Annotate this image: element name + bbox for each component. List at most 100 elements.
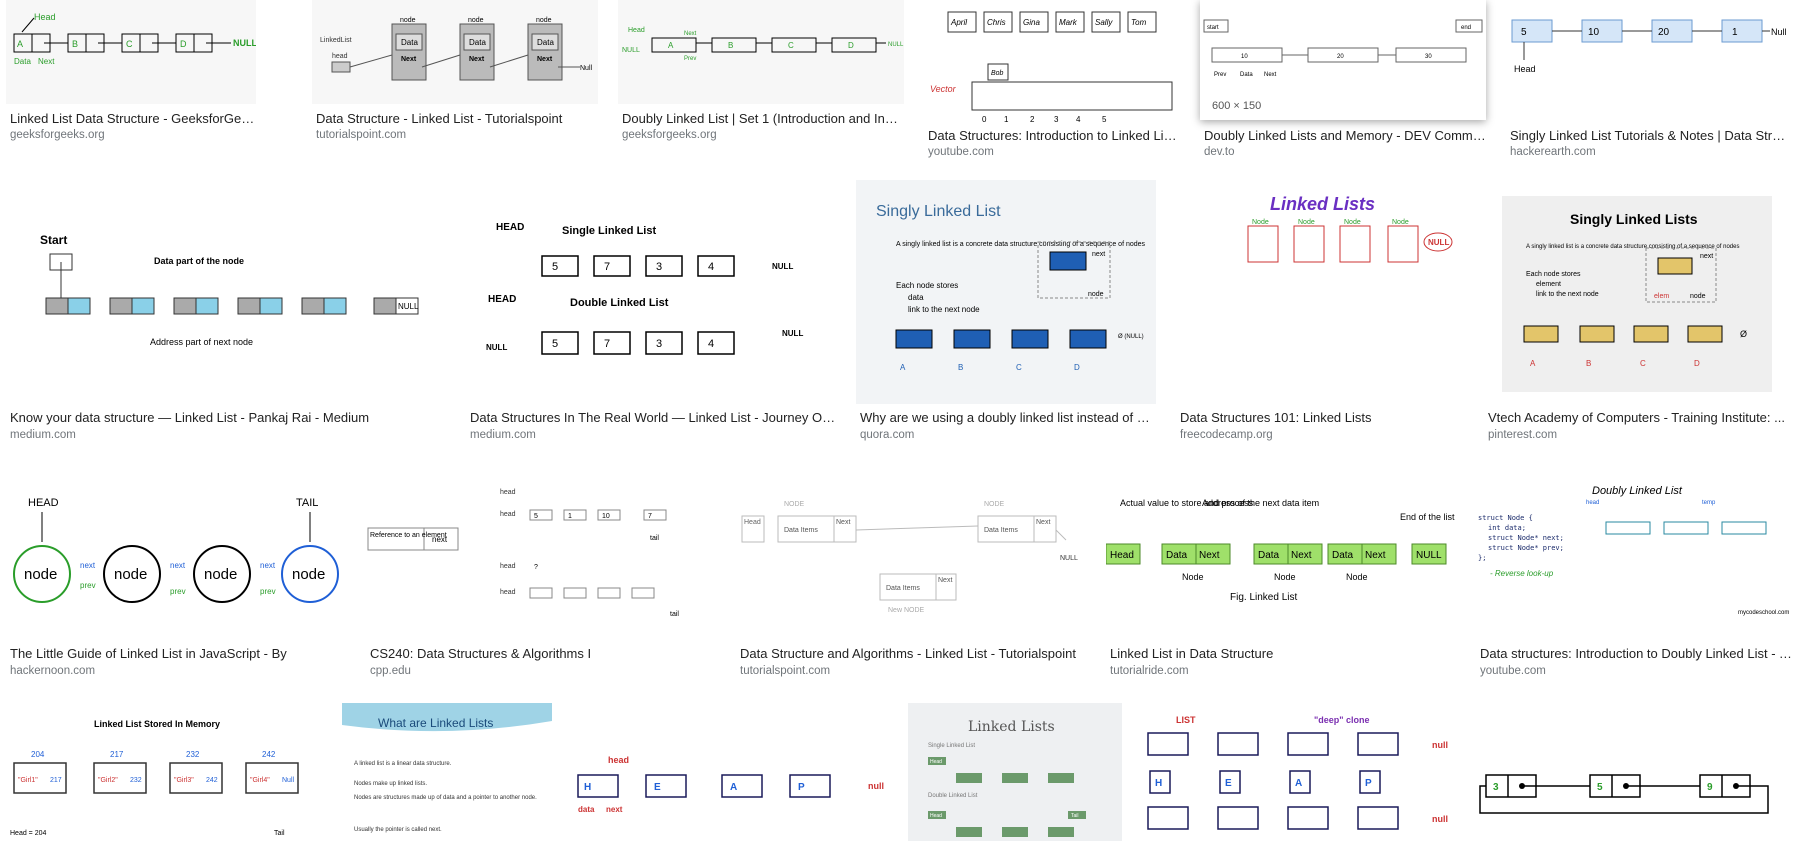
svg-text:next: next <box>432 535 448 544</box>
result-source[interactable]: youtube.com <box>1480 665 1546 677</box>
result-title[interactable]: Data Structures 101: Linked Lists <box>1180 410 1372 425</box>
result-source[interactable]: medium.com <box>470 429 536 441</box>
result-card[interactable]: Start Data part of the node Address part… <box>6 180 446 442</box>
result-thumbnail[interactable]: 5 10 20 1 Null Head <box>1506 0 1792 124</box>
result-thumbnail[interactable]: April Chris Gina Mark Sally Tom Bob Vect… <box>924 0 1180 124</box>
svg-text:next: next <box>1700 253 1713 260</box>
svg-text:data: data <box>578 805 595 814</box>
result-card[interactable]: HEAD Single Linked List HEAD Double Link… <box>466 180 836 442</box>
result-thumbnail[interactable]: head H E A P null data next <box>572 703 888 841</box>
result-thumbnail[interactable]: HEAD TAIL node node node node next next … <box>6 464 346 640</box>
result-card[interactable]: Actual value to store and process Addres… <box>1106 464 1456 686</box>
result-thumbnail[interactable]: Head A B C D NULL Data Next <box>6 0 256 104</box>
result-title[interactable]: Data Structures In The Real World — Link… <box>470 410 836 425</box>
result-thumbnail[interactable]: Start Data part of the node Address part… <box>6 180 446 404</box>
result-thumbnail[interactable]: Singly Linked List A singly linked list … <box>856 180 1156 404</box>
result-card-hovered[interactable]: start end 10 20 30 Prev Data Next 600 × … <box>1200 0 1486 160</box>
result-card[interactable]: What are Linked Lists A linked list is a… <box>342 703 552 841</box>
svg-text:head: head <box>1586 500 1599 506</box>
result-card[interactable]: head head head head Reference to an elem… <box>366 464 716 686</box>
svg-text:5: 5 <box>1521 27 1527 38</box>
result-card[interactable]: Singly Linked Lists A singly linked list… <box>1484 180 1792 442</box>
result-title[interactable]: Doubly Linked Lists and Memory - DEV Com… <box>1204 128 1486 143</box>
result-title[interactable]: Singly Linked List Tutorials & Notes | D… <box>1510 128 1792 143</box>
result-thumbnail[interactable]: Doubly Linked List struct Node { int dat… <box>1476 464 1792 640</box>
result-thumbnail[interactable]: HEAD Single Linked List HEAD Double Link… <box>466 180 836 404</box>
result-thumbnail[interactable]: Linked List Stored In Memory 204 217 232… <box>6 703 322 841</box>
result-card[interactable]: LinkedList head Data Data Data Next Next… <box>312 0 598 145</box>
result-card[interactable]: head H E A P null data next <box>572 703 888 841</box>
result-title[interactable]: Data Structures: Introduction to Linked … <box>928 128 1180 143</box>
result-title[interactable]: Why are we using a doubly linked list in… <box>860 410 1156 425</box>
result-source[interactable]: geeksforgeeks.org <box>622 129 717 141</box>
result-thumbnail[interactable]: Head NODE NODE Data Items Data Items Dat… <box>736 464 1086 640</box>
result-title[interactable]: Vtech Academy of Computers - Training In… <box>1488 410 1785 425</box>
svg-text:Data part of the node: Data part of the node <box>154 256 244 266</box>
result-card[interactable]: Head A B C D NULL Data Next Linked List … <box>6 0 256 145</box>
result-card[interactable]: April Chris Gina Mark Sally Tom Bob Vect… <box>924 0 1180 158</box>
result-card[interactable]: Linked Lists Node Node Node Node NULL Da… <box>1176 180 1464 442</box>
result-card[interactable]: Doubly Linked List struct Node { int dat… <box>1476 464 1792 686</box>
result-title[interactable]: Data structures: Introduction to Doubly … <box>1480 646 1792 661</box>
result-card[interactable]: Linked Lists Single Linked List Double L… <box>908 703 1122 841</box>
result-source[interactable]: tutorialspoint.com <box>740 665 831 677</box>
result-thumbnail[interactable]: Actual value to store and process Addres… <box>1106 464 1456 640</box>
svg-text:Data: Data <box>1332 550 1354 561</box>
svg-text:Null: Null <box>580 65 593 72</box>
svg-text:Tom: Tom <box>1131 18 1147 27</box>
svg-text:Data: Data <box>14 57 31 66</box>
result-source[interactable]: medium.com <box>10 429 76 441</box>
result-thumbnail[interactable]: What are Linked Lists A linked list is a… <box>342 703 552 841</box>
result-source[interactable]: youtube.com <box>928 146 994 158</box>
result-source[interactable]: geeksforgeeks.org <box>10 129 105 141</box>
result-source[interactable]: pinterest.com <box>1488 429 1558 441</box>
svg-text:"Girl3": "Girl3" <box>174 777 194 784</box>
svg-text:prev: prev <box>260 587 276 596</box>
result-source[interactable]: hackernoon.com <box>10 665 96 677</box>
result-title[interactable]: Doubly Linked List | Set 1 (Introduction… <box>622 111 904 126</box>
result-card[interactable]: 3 5 9 <box>1478 703 1792 841</box>
result-source[interactable]: tutorialspoint.com <box>316 129 407 141</box>
result-source[interactable]: dev.to <box>1204 146 1235 158</box>
result-source[interactable]: hackerearth.com <box>1510 146 1596 158</box>
result-thumbnail[interactable]: start end 10 20 30 Prev Data Next 600 × … <box>1200 0 1486 120</box>
svg-text:Address of the next data item: Address of the next data item <box>1202 498 1319 508</box>
result-title[interactable]: Know your data structure — Linked List -… <box>10 410 370 425</box>
result-card[interactable]: Head NULL A B C D NULL Next Prev Doubly … <box>618 0 904 145</box>
result-card[interactable]: Singly Linked List A singly linked list … <box>856 180 1156 442</box>
result-title[interactable]: Linked List Data Structure - GeeksforGee… <box>10 111 256 126</box>
result-thumbnail[interactable]: Linked Lists Single Linked List Double L… <box>908 703 1122 841</box>
svg-text:H: H <box>1155 778 1162 789</box>
svg-text:Data Items: Data Items <box>886 585 920 592</box>
result-title[interactable]: Data Structure - Linked List - Tutorials… <box>316 111 563 126</box>
svg-text:A singly linked list is a conc: A singly linked list is a concrete data … <box>1526 244 1739 250</box>
svg-text:1: 1 <box>1732 27 1738 38</box>
svg-text:H: H <box>584 782 591 793</box>
result-thumbnail[interactable]: Singly Linked Lists A singly linked list… <box>1484 180 1792 404</box>
result-title[interactable]: The Little Guide of Linked List in JavaS… <box>10 646 287 661</box>
result-card[interactable]: Linked List Stored In Memory 204 217 232… <box>6 703 322 841</box>
result-thumbnail[interactable]: Head NULL A B C D NULL Next Prev <box>618 0 904 104</box>
result-card[interactable]: 5 10 20 1 Null Head Singly Linked List T… <box>1506 0 1792 160</box>
result-thumbnail[interactable]: head head head head Reference to an elem… <box>366 464 716 640</box>
svg-text:Ø (NULL): Ø (NULL) <box>1118 334 1144 340</box>
svg-text:Double Linked List: Double Linked List <box>570 297 669 309</box>
result-source[interactable]: cpp.edu <box>370 665 411 677</box>
result-thumbnail[interactable]: LinkedList head Data Data Data Next Next… <box>312 0 598 104</box>
result-thumbnail[interactable]: Linked Lists Node Node Node Node NULL <box>1176 180 1464 404</box>
svg-text:prev: prev <box>80 581 96 590</box>
result-card[interactable]: Head NODE NODE Data Items Data Items Dat… <box>736 464 1086 686</box>
result-title[interactable]: CS240: Data Structures & Algorithms I <box>370 646 592 661</box>
result-title[interactable]: Linked List in Data Structure <box>1110 646 1274 661</box>
svg-text:head: head <box>500 511 516 518</box>
result-source[interactable]: quora.com <box>860 429 915 441</box>
result-card[interactable]: LIST "deep" clone H E A P null null <box>1142 703 1458 841</box>
result-card[interactable]: HEAD TAIL node node node node next next … <box>6 464 346 686</box>
result-thumbnail[interactable]: 3 5 9 <box>1478 703 1792 841</box>
result-thumbnail[interactable]: LIST "deep" clone H E A P null null <box>1142 703 1458 841</box>
svg-text:tail: tail <box>650 535 659 542</box>
result-source[interactable]: freecodecamp.org <box>1180 429 1273 441</box>
svg-text:B: B <box>72 39 78 49</box>
result-source[interactable]: tutorialride.com <box>1110 665 1189 677</box>
result-title[interactable]: Data Structure and Algorithms - Linked L… <box>740 646 1076 661</box>
